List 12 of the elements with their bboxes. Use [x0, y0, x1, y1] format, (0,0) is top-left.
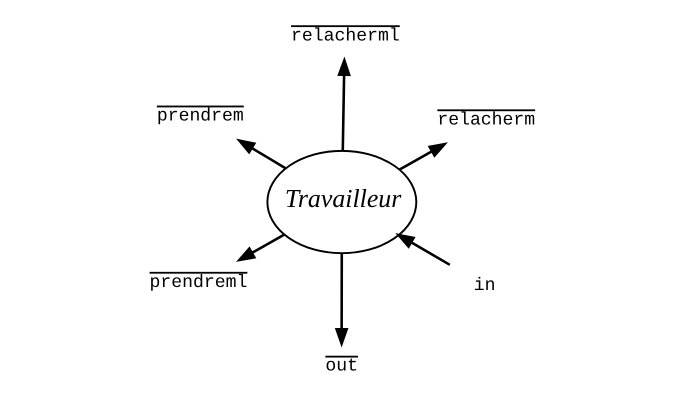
- arrow: [236, 138, 286, 170]
- arrow: [334, 253, 348, 348]
- node-text: prendreml: [149, 272, 247, 293]
- arrow: [394, 233, 450, 266]
- arrow: [336, 56, 350, 151]
- node-text: out: [324, 356, 358, 377]
- node-text: relacherml: [290, 26, 400, 46]
- node-text: prendrem: [156, 106, 244, 127]
- node-text: relacherm: [436, 110, 535, 130]
- arrow: [235, 234, 284, 262]
- arrow: [398, 142, 448, 171]
- node-text: in: [473, 276, 496, 296]
